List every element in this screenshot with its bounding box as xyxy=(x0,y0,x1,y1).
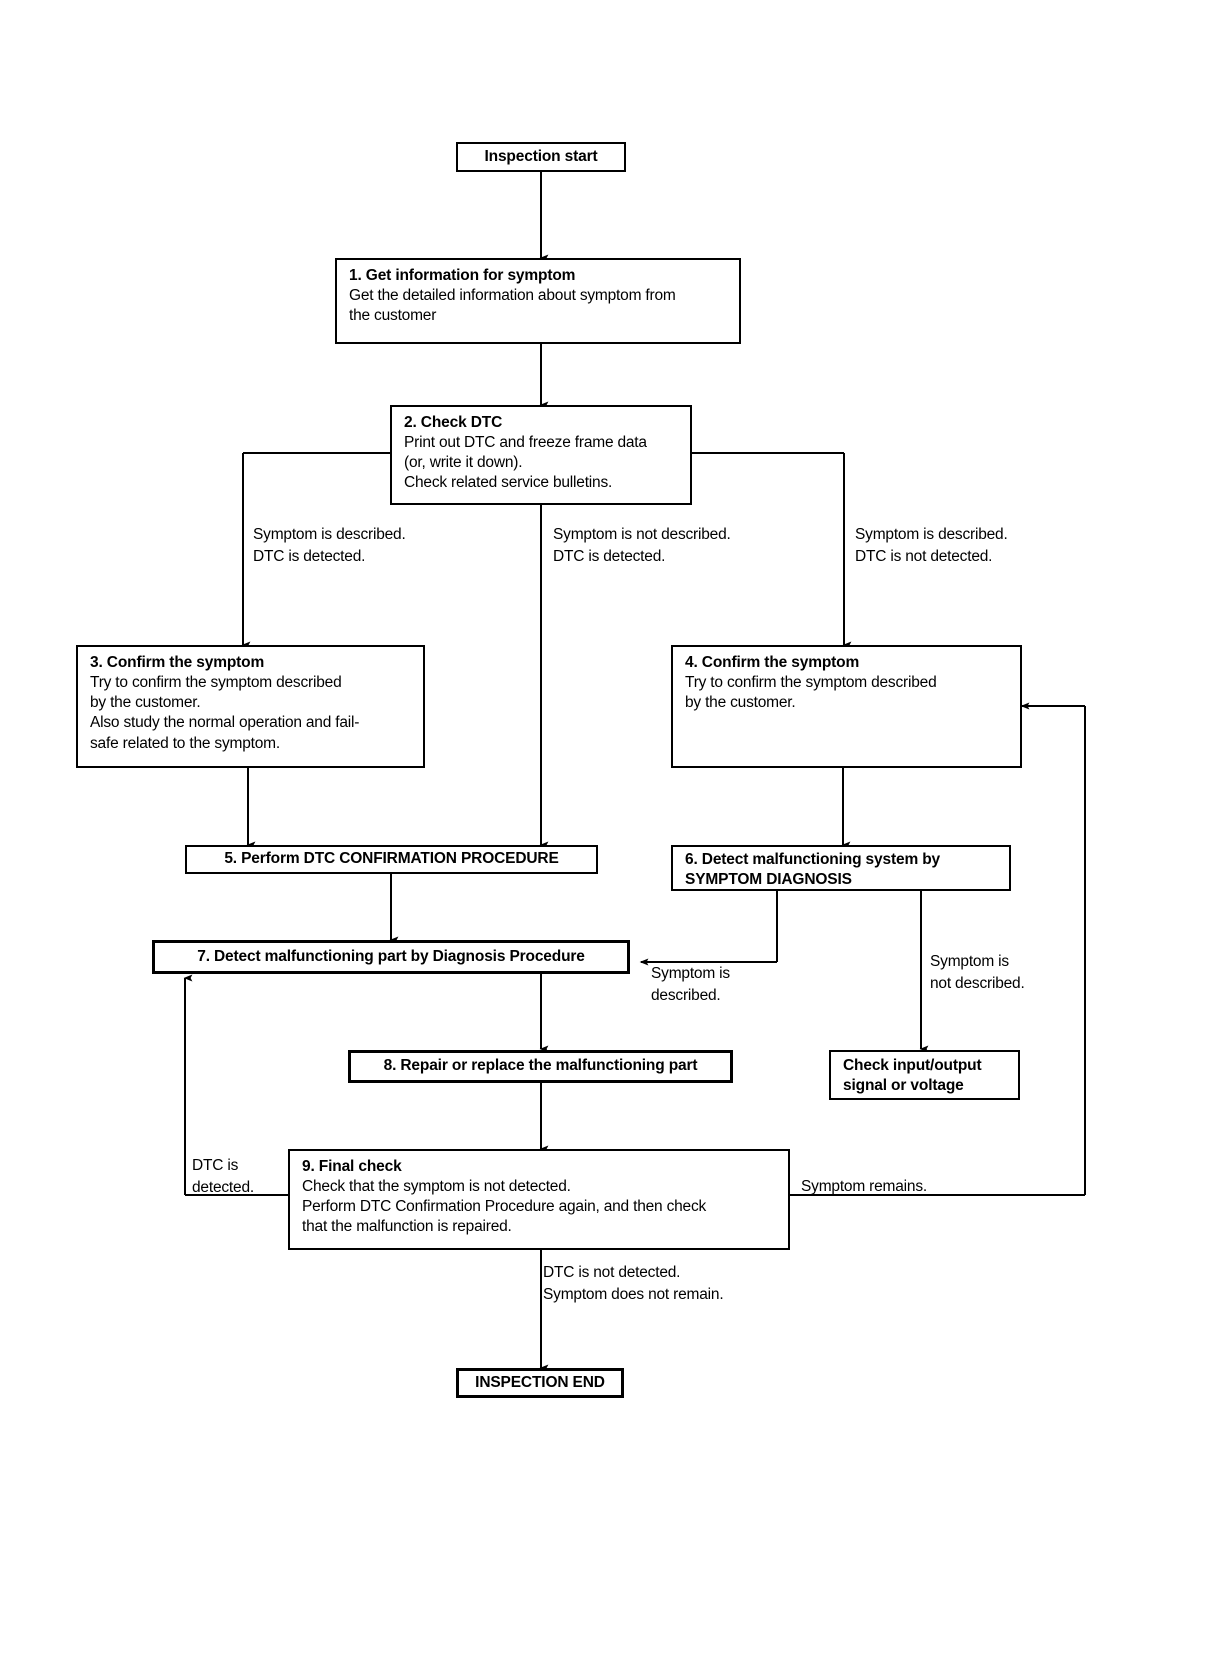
node-step-6-title-line2: SYMPTOM DIAGNOSIS xyxy=(685,871,852,889)
edge-label-branch-left-line1: Symptom is described. xyxy=(253,526,406,543)
node-inspection-start[interactable]: Inspection start xyxy=(456,142,626,172)
node-step-4-title: 4. Confirm the symptom xyxy=(685,654,860,671)
edge-label-branch-mid-line2: DTC is detected. xyxy=(553,548,666,565)
node-step-8[interactable]: 8. Repair or replace the malfunctioning … xyxy=(348,1050,733,1083)
node-step-7-label: 7. Detect malfunctioning part by Diagnos… xyxy=(197,947,585,965)
node-step-3-line2: by the customer. xyxy=(90,694,201,712)
node-step-6-title-line1: 6. Detect malfunctioning system by xyxy=(685,851,941,868)
edge-label-branch-right-line1: Symptom is described. xyxy=(855,526,1008,543)
node-step-9-line1: Check that the symptom is not detected. xyxy=(302,1178,571,1196)
node-step-8-label: 8. Repair or replace the malfunctioning … xyxy=(383,1057,698,1075)
node-step-4-line1: Try to confirm the symptom described xyxy=(685,674,937,692)
edge-label-branch-left: Symptom is described. DTC is detected. xyxy=(253,524,406,568)
edge-label-symptom-not-described-line2: not described. xyxy=(930,975,1025,992)
edge-label-symptom-remains: Symptom remains. xyxy=(801,1176,927,1198)
edge-label-final-ok-line2: Symptom does not remain. xyxy=(543,1286,724,1303)
edge-label-symptom-not-described: Symptom is not described. xyxy=(930,951,1025,995)
edge-label-branch-left-line2: DTC is detected. xyxy=(253,548,366,565)
node-inspection-start-label: Inspection start xyxy=(484,147,598,165)
node-step-3-line3: Also study the normal operation and fail… xyxy=(90,714,360,732)
node-inspection-end-label: INSPECTION END xyxy=(475,1373,605,1391)
node-step-9-title: 9. Final check xyxy=(302,1158,402,1175)
node-step-1-title: 1. Get information for symptom xyxy=(349,267,576,284)
node-step-2-line1: Print out DTC and freeze frame data xyxy=(404,434,647,452)
node-step-3-line4: safe related to the symptom. xyxy=(90,734,280,752)
edge-label-branch-mid-line1: Symptom is not described. xyxy=(553,526,731,543)
node-step-9-line2: Perform DTC Confirmation Procedure again… xyxy=(302,1198,707,1216)
edge-label-branch-right: Symptom is described. DTC is not detecte… xyxy=(855,524,1008,568)
node-check-input-output-line2: signal or voltage xyxy=(843,1077,964,1095)
node-check-input-output[interactable]: Check input/output signal or voltage xyxy=(829,1050,1020,1100)
node-step-2-line3: Check related service bulletins. xyxy=(404,474,613,492)
node-step-3-line1: Try to confirm the symptom described xyxy=(90,674,342,692)
edge-label-branch-mid: Symptom is not described. DTC is detecte… xyxy=(553,524,731,568)
edge-label-symptom-remains-line1: Symptom remains. xyxy=(801,1178,927,1195)
node-step-2[interactable]: 2. Check DTC Print out DTC and freeze fr… xyxy=(390,405,692,505)
node-step-4[interactable]: 4. Confirm the symptom Try to confirm th… xyxy=(671,645,1022,768)
node-step-7[interactable]: 7. Detect malfunctioning part by Diagnos… xyxy=(152,940,630,974)
node-inspection-end[interactable]: INSPECTION END xyxy=(456,1368,624,1398)
edge-label-branch-right-line2: DTC is not detected. xyxy=(855,548,993,565)
node-step-9-line3: that the malfunction is repaired. xyxy=(302,1218,512,1236)
node-step-1-line2: the customer xyxy=(349,307,437,325)
edge-label-final-ok: DTC is not detected. Symptom does not re… xyxy=(543,1262,724,1306)
edge-label-dtc-detected: DTC is detected. xyxy=(192,1155,254,1199)
node-step-4-line2: by the customer. xyxy=(685,694,796,712)
edge-label-final-ok-line1: DTC is not detected. xyxy=(543,1264,681,1281)
node-step-1[interactable]: 1. Get information for symptom Get the d… xyxy=(335,258,741,344)
node-step-6[interactable]: 6. Detect malfunctioning system by SYMPT… xyxy=(671,845,1011,891)
edge-label-symptom-described-line1: Symptom is xyxy=(651,965,730,982)
edge-label-symptom-not-described-line1: Symptom is xyxy=(930,953,1009,970)
node-step-2-title: 2. Check DTC xyxy=(404,414,503,431)
node-step-5[interactable]: 5. Perform DTC CONFIRMATION PROCEDURE xyxy=(185,845,598,874)
edge-label-symptom-described: Symptom is described. xyxy=(651,963,730,1007)
node-step-9[interactable]: 9. Final check Check that the symptom is… xyxy=(288,1149,790,1250)
node-check-input-output-line1: Check input/output xyxy=(843,1057,982,1074)
node-step-3[interactable]: 3. Confirm the symptom Try to confirm th… xyxy=(76,645,425,768)
node-step-3-title: 3. Confirm the symptom xyxy=(90,654,265,671)
node-step-2-line2: (or, write it down). xyxy=(404,454,523,472)
edge-label-dtc-detected-line2: detected. xyxy=(192,1179,254,1196)
edge-label-dtc-detected-line1: DTC is xyxy=(192,1157,239,1174)
edge-label-symptom-described-line2: described. xyxy=(651,987,721,1004)
node-step-5-label: 5. Perform DTC CONFIRMATION PROCEDURE xyxy=(224,850,559,868)
node-step-1-line1: Get the detailed information about sympt… xyxy=(349,287,676,305)
